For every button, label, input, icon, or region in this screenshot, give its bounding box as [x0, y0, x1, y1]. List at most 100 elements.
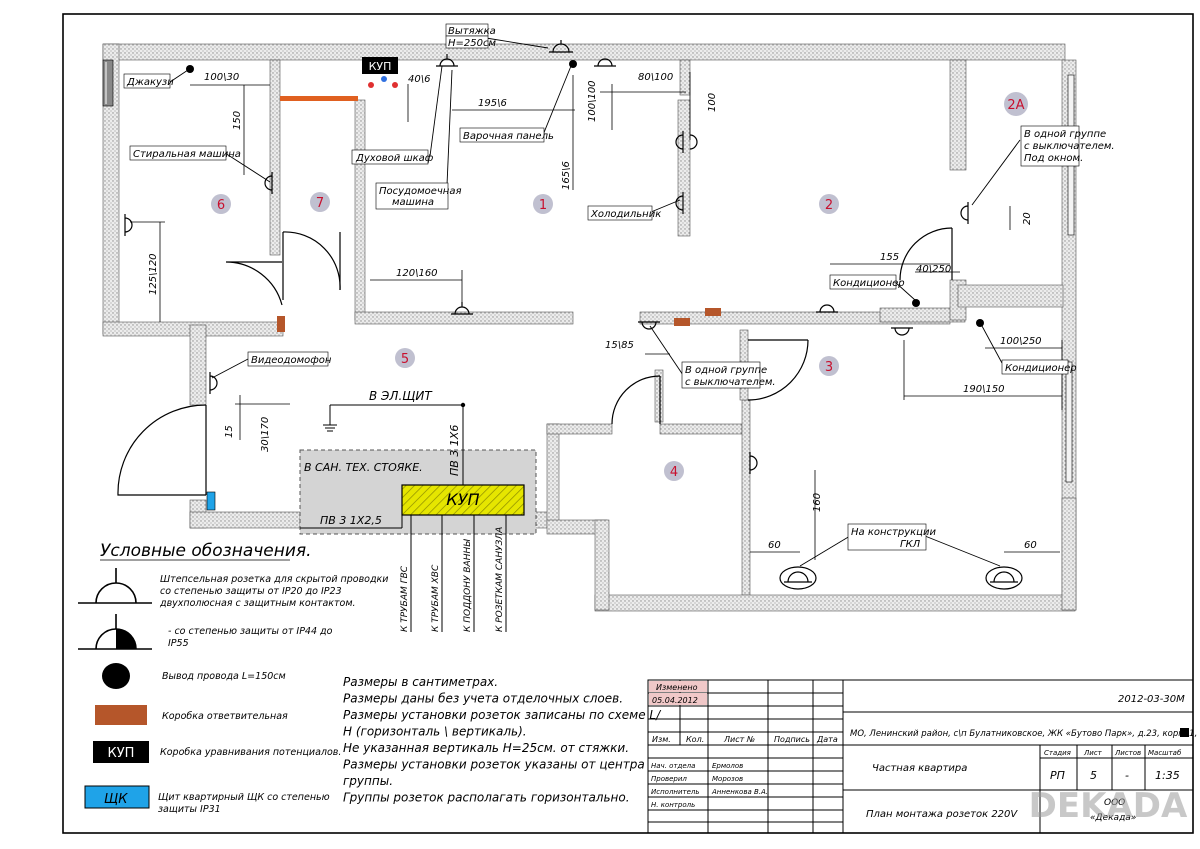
label-gkl-1: На конструкции	[851, 527, 936, 538]
legend-socket44-2: IP55	[168, 638, 189, 649]
label-gvs: К ТРУБАМ ГВС	[400, 565, 410, 632]
room-number-2: 2	[825, 198, 833, 213]
walls	[102, 43, 1077, 612]
stamp-h-kol: Кол.	[686, 735, 704, 744]
dim-125-120: 125\120	[148, 253, 159, 295]
stamp-row3-name: Анненкова В.А.	[711, 788, 768, 796]
legend-wire-icon	[102, 663, 130, 689]
changed-stamp-bg	[649, 681, 707, 692]
legend-socket-ip44-icon	[78, 614, 152, 650]
dim-155: 155	[880, 252, 899, 263]
label-bathroom-sockets: К РОЗЕТКАМ САНУЗЛА	[495, 527, 505, 632]
label-pv-3x25: ПВ 3 1Х2,5	[320, 514, 382, 527]
stamp-row3-role: Исполнитель	[651, 788, 700, 796]
label-in-riser: В САН. ТЕХ. СТОЯКЕ.	[304, 461, 423, 474]
label-group-2a-1: В одной группе	[1024, 129, 1106, 140]
dim-40-250: 40\250	[916, 264, 951, 275]
note-line: H (горизонталь \ вертикаль).	[343, 725, 527, 739]
stamp-code: 2012-03-30М	[1118, 694, 1185, 705]
dim-40-6: 40\6	[408, 74, 430, 85]
dim-100-30: 100\30	[204, 72, 239, 83]
stamp-masshtab: 1:35	[1155, 769, 1180, 782]
stamp-row1-role: Нач. отдела	[651, 762, 695, 770]
legend-box: Коробка ответвительная	[162, 711, 288, 722]
window-room3	[1065, 361, 1073, 483]
label-vytyazhka-height: H=250см	[448, 38, 496, 49]
stamp-h-list: Лист №	[723, 735, 755, 744]
note-line: Группы розеток располагать горизонтально…	[343, 791, 630, 805]
legend-title: Условные обозначения.	[100, 541, 312, 561]
dim-80-100: 80\100	[638, 72, 673, 83]
note-line: Размеры установки розеток записаны по сх…	[343, 708, 662, 722]
room-number-7: 7	[316, 196, 324, 211]
legend: Условные обозначения. Штепсельная розетк…	[78, 541, 388, 815]
leader-lines	[169, 37, 1021, 567]
room-number-2a: 2A	[1007, 98, 1024, 113]
stamp-address: МО, Ленинский район, с\п Булатниковское,…	[850, 729, 1200, 739]
label-to-panel: В ЭЛ.ЩИТ	[369, 389, 433, 403]
dimension-lines	[130, 72, 1063, 560]
dim-190-150: 190\150	[963, 384, 1005, 395]
room-number-3: 3	[825, 360, 833, 375]
wire-outlets	[186, 60, 984, 327]
legend-socket-1: Штепсельная розетка для скрытой проводки	[160, 574, 388, 585]
legend-shk-2: защиты IP31	[158, 804, 221, 815]
dim-100: 100	[707, 93, 718, 112]
stamp-h-listov: Листов	[1114, 749, 1141, 757]
stamp-row2-role: Проверил	[651, 775, 687, 783]
sheet-frame	[62, 13, 1194, 834]
label-fridge: Холодильник	[590, 209, 661, 220]
label-washing-machine: Стиральная машина	[133, 149, 241, 160]
room-number-6: 6	[217, 198, 225, 213]
label-pv-3x6: ПВ 3 1Х6	[448, 425, 461, 476]
dim-60-left: 60	[768, 540, 781, 551]
duct	[280, 96, 358, 101]
note-line: Размеры даны без учета отделочных слоев.	[343, 692, 623, 706]
kup-top-label: КУП	[369, 60, 392, 73]
dim-100-100: 100\100	[587, 80, 598, 122]
note-line: группы.	[343, 774, 393, 788]
riser-wiring	[300, 404, 507, 632]
dim-195-6: 195\6	[478, 98, 507, 109]
legend-shk-label: ЩК	[104, 792, 128, 807]
label-vytyazhka: Вытяжка	[448, 26, 496, 37]
dim-15: 15	[224, 425, 235, 438]
room-number-4: 4	[670, 465, 678, 480]
room-numbers: 6 7 1 2 2A 3 4 5	[211, 92, 1028, 481]
note-line: Размеры установки розеток указаны от цен…	[343, 758, 645, 772]
dim-30-170: 30\170	[260, 417, 271, 452]
stamp-h-podpis: Подпись	[774, 735, 810, 744]
stamp-h-masshtab: Масштаб	[1148, 749, 1182, 757]
label-group-2a-2: с выключателем.	[1024, 141, 1115, 152]
stamp-listov: -	[1125, 769, 1129, 782]
legend-socket-3: двухполюсная с защитным контактом.	[159, 598, 356, 609]
dim-20: 20	[1022, 212, 1033, 225]
dim-150: 150	[232, 111, 243, 130]
room-number-1: 1	[539, 198, 547, 213]
label-videophone: Видеодомофон	[251, 355, 332, 366]
shk-panel	[206, 491, 216, 511]
label-ac-3: Кондиционер	[1005, 363, 1077, 374]
dim-165-6: 165\6	[561, 161, 572, 190]
label-oven: Духовой шкаф	[355, 153, 434, 164]
legend-socket-icon	[78, 568, 152, 604]
legend-shk-icon	[84, 785, 150, 809]
dim-100-250: 100\250	[1000, 336, 1042, 347]
stamp-h-stadiya: Стадия	[1044, 749, 1071, 757]
legend-socket-2: со степенью защиты от IP20 до IP23	[160, 586, 342, 597]
legend-kup: Коробка уравнивания потенциалов.	[160, 747, 341, 758]
note-line: Размеры в сантиметрах.	[343, 675, 498, 689]
dim-15-85: 15\85	[605, 340, 634, 351]
watermark: DEKADA	[1029, 786, 1188, 826]
kup-top-box	[362, 57, 398, 74]
stamp-org-2: «Декада»	[1090, 813, 1136, 823]
window-jacuzzi	[102, 59, 114, 107]
stamp-h-izm: Изм.	[652, 735, 671, 744]
note-line: Не указанная вертикаль H=25см. от стяжки…	[343, 741, 629, 755]
stamp-row1-name: Ермолов	[712, 762, 743, 770]
label-group-hall-1: В одной группе	[685, 365, 767, 376]
stamp-sheet-title: План монтажа розеток 220V	[866, 809, 1018, 820]
stamp-list: 5	[1090, 769, 1097, 782]
room-number-5: 5	[401, 352, 409, 367]
legend-kup-icon	[93, 741, 149, 763]
